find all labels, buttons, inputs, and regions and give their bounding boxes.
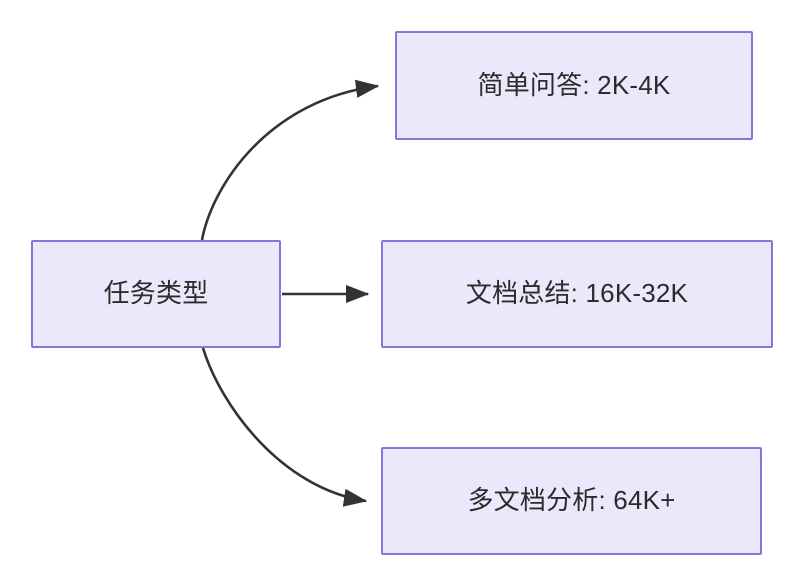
edge-root-to-multi <box>201 347 368 507</box>
node-document-summary[interactable]: 文档总结: 16K-32K <box>381 240 773 348</box>
node-task-type[interactable]: 任务类型 <box>31 240 281 348</box>
node-document-summary-label: 文档总结: 16K-32K <box>465 278 689 309</box>
edge-root-to-qa <box>200 79 380 241</box>
node-simple-qa-label: 简单问答: 2K-4K <box>477 69 671 100</box>
node-multi-document-analysis[interactable]: 多文档分析: 64K+ <box>381 447 762 555</box>
node-simple-qa[interactable]: 简单问答: 2K-4K <box>395 31 753 140</box>
node-task-type-label: 任务类型 <box>103 278 209 309</box>
node-multi-document-analysis-label: 多文档分析: 64K+ <box>467 485 676 516</box>
